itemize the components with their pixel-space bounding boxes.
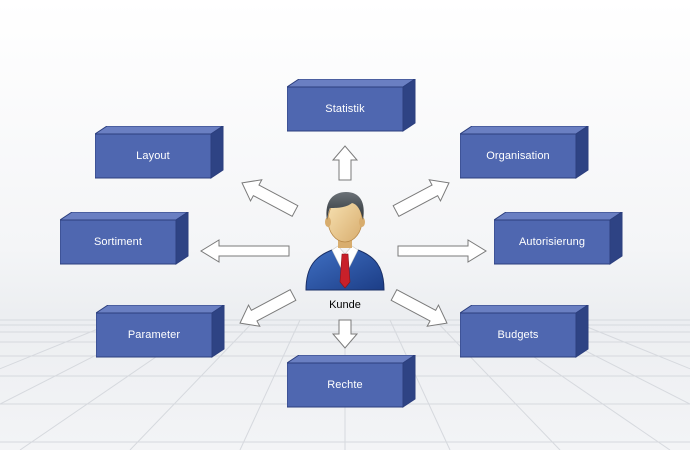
box-label-statistik: Statistik: [325, 103, 365, 115]
box-shape: [494, 212, 623, 265]
box-shape: [460, 305, 589, 358]
box-label-autorisierung: Autorisierung: [518, 236, 586, 248]
arrow-to-budgets: [390, 289, 448, 327]
business-person-icon: [305, 192, 385, 291]
arrow-to-parameter: [239, 289, 297, 327]
box-front-face: [96, 312, 213, 358]
box-shape: [60, 212, 189, 265]
box-label-budgets: Budgets: [497, 329, 539, 341]
box-sortiment: Sortiment: [60, 212, 210, 282]
arrow-to-autorisierung: [397, 239, 487, 263]
box-label-layout: Layout: [136, 150, 170, 162]
box-organisation: Organisation: [460, 126, 610, 196]
box-statistik: Statistik: [287, 79, 437, 149]
box-front-face: [95, 133, 212, 179]
box-shape: [96, 305, 225, 358]
box-front-face: [60, 219, 177, 265]
box-front-face: [287, 86, 404, 132]
box-shape: [460, 126, 589, 179]
box-layout: Layout: [95, 126, 245, 196]
arrow-to-rechte: [331, 319, 359, 349]
box-rechte: Rechte: [287, 355, 437, 425]
box-front-face: [460, 133, 577, 179]
box-autorisierung: Autorisierung: [494, 212, 644, 282]
box-label-rechte: Rechte: [327, 379, 363, 391]
box-front-face: [494, 219, 611, 265]
arrow-to-sortiment: [200, 239, 290, 263]
arrow-to-layout: [241, 179, 299, 217]
box-shape: [287, 79, 416, 132]
box-label-parameter: Parameter: [127, 329, 181, 341]
arrow-to-organisation: [392, 179, 450, 217]
box-label-organisation: Organisation: [486, 150, 550, 162]
box-budgets: Budgets: [460, 305, 610, 375]
center-label: Kunde: [329, 299, 361, 311]
box-shape: [287, 355, 416, 408]
arrow-to-statistik: [331, 145, 359, 181]
box-front-face: [460, 312, 577, 358]
box-label-sortiment: Sortiment: [94, 236, 142, 248]
box-shape: [95, 126, 224, 179]
box-front-face: [287, 362, 404, 408]
box-parameter: Parameter: [96, 305, 246, 375]
